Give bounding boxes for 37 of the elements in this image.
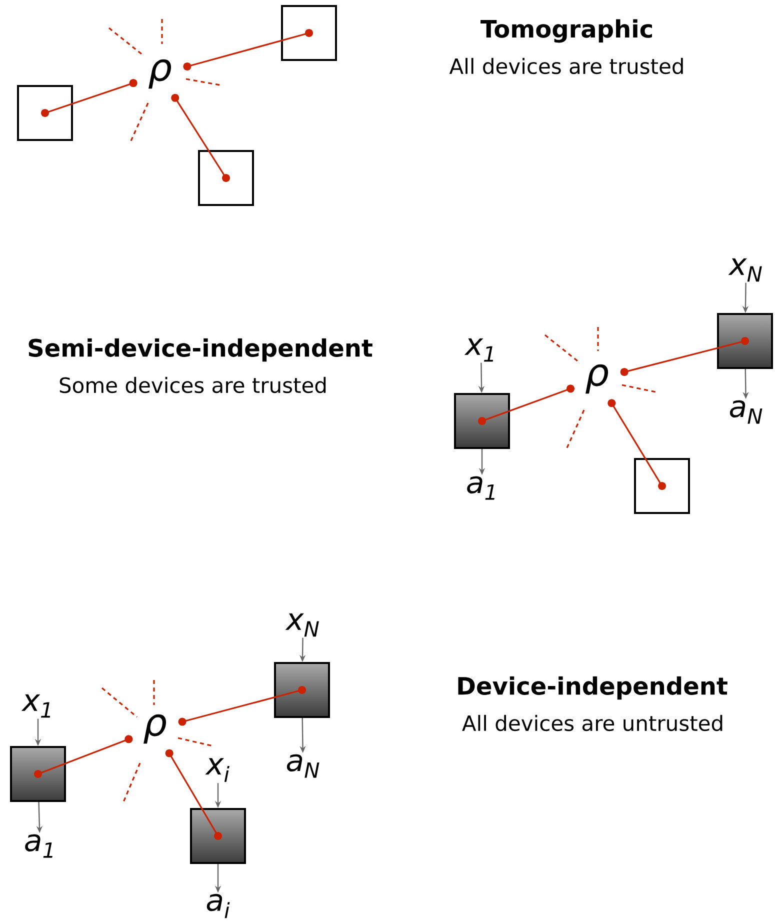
device-box xyxy=(454,393,510,449)
connection-line xyxy=(165,749,222,840)
device-box xyxy=(198,150,254,206)
variable-label: a$_{N}$ xyxy=(286,754,320,778)
state-symbol: ρ xyxy=(586,364,608,394)
variable-label: x$_{N}$ xyxy=(285,613,319,637)
subtitle: Some devices are trusted xyxy=(60,376,326,394)
connection-line xyxy=(620,337,749,376)
connection-line xyxy=(41,79,138,117)
connection-line xyxy=(178,686,306,726)
connection-line xyxy=(34,735,133,778)
subtitle: All devices are trusted xyxy=(449,58,683,74)
state-symbol: ρ xyxy=(144,714,166,744)
variable-label: x$_{1}$ xyxy=(21,694,50,718)
heading: Tomographic xyxy=(480,19,652,43)
device-box xyxy=(281,5,337,61)
device-box xyxy=(717,313,773,369)
device-box xyxy=(634,458,690,514)
heading: Device-independent xyxy=(458,676,728,700)
variable-label: a$_{1}$ xyxy=(25,834,52,858)
connection-line xyxy=(183,29,313,71)
connection-line xyxy=(478,384,574,425)
variable-label: x$_{i}$ xyxy=(205,758,230,782)
state-symbol: ρ xyxy=(148,59,172,89)
device-box xyxy=(10,746,66,802)
variable-label: a$_{N}$ xyxy=(730,400,762,424)
variable-label: a$_{1}$ xyxy=(467,476,494,500)
connection-line xyxy=(608,399,666,490)
variable-label: a$_{i}$ xyxy=(206,894,230,918)
device-box xyxy=(274,662,330,718)
variable-label: x$_{N}$ xyxy=(728,258,762,282)
device-box xyxy=(190,808,246,864)
heading: Semi-device-independent xyxy=(28,338,372,362)
device-box xyxy=(17,85,73,141)
variable-label: x$_{1}$ xyxy=(464,338,494,362)
subtitle: All devices are untrusted xyxy=(462,714,722,732)
connection-line xyxy=(171,94,230,182)
